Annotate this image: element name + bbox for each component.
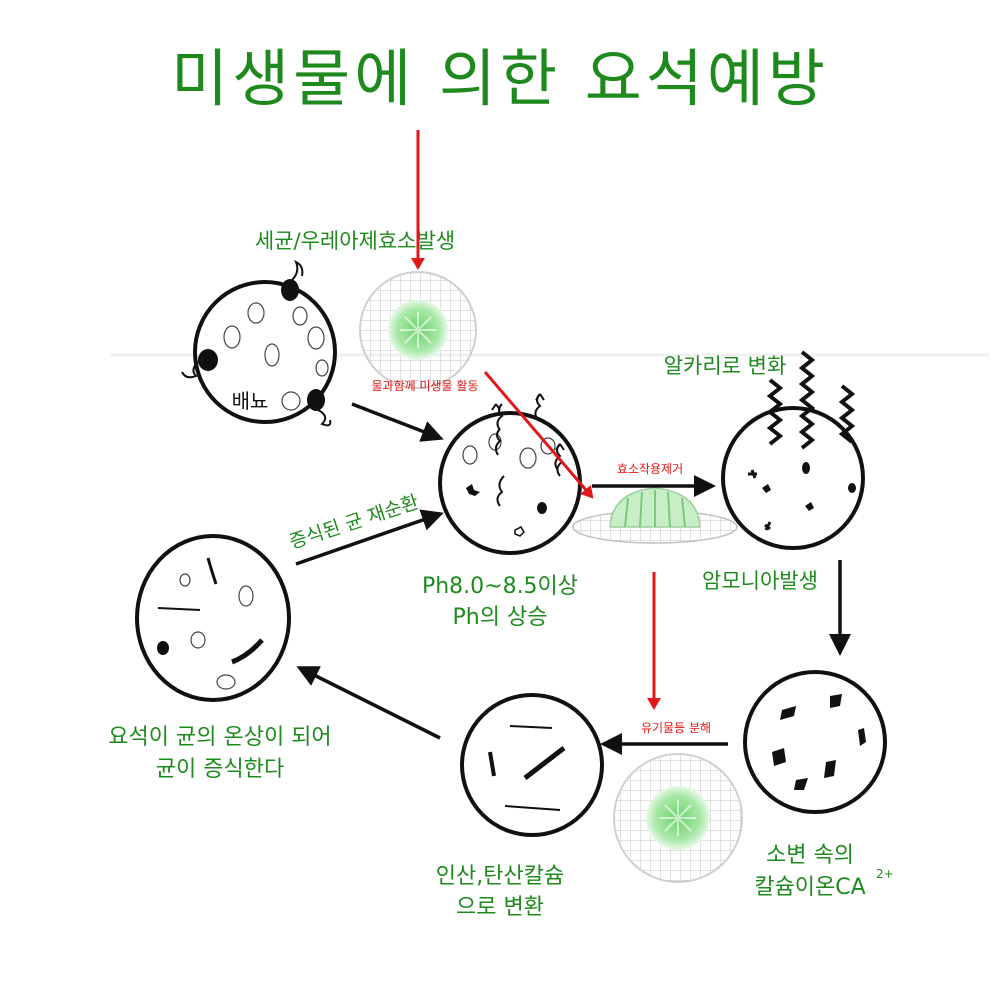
label-alkaline: 알카리로 변화 [664,354,787,378]
red-arrow-diagonal [483,371,594,499]
circle-calcium [743,670,887,814]
label-phosphate-line2: 으로 변환 [456,895,544,920]
circle-phosphate [460,693,604,837]
filter-saucer-center [572,487,738,544]
label-urine: 배뇨 [232,389,269,413]
label-calcium-line2: 칼슘이온CA [754,875,865,900]
label-calcium-line1: 소변 속의 [766,843,854,868]
circle-alkaline [721,406,865,550]
arrow-urine-to-center [351,402,444,442]
filter-ball-top [359,271,477,389]
label-ammonia: 암모니아발생 [702,569,818,593]
rising-gas-squiggles [491,393,565,471]
ammonia-zigzags [766,350,856,450]
label-enzyme-removal: 효소작용제거 [617,462,683,476]
filter-ball-bottom [613,753,743,883]
circle-urine: 배뇨 [181,259,337,427]
page-title: 미생물에 의한 요석예방 [171,42,829,115]
circle-stone [135,534,291,702]
arrow-phosphate-to-stone [296,666,441,740]
label-ph-line2: Ph의 상승 [453,605,548,630]
circle-ph-rise [438,411,582,555]
label-microbe-activity: 물과함께 미생물 활동 [372,379,479,393]
label-stone-line2: 균이 증식한다 [156,757,284,782]
label-organic-decompose: 유기물등 분해 [641,721,711,735]
arrow-stone-to-center [295,509,444,566]
label-stone-line1: 요석이 균의 온상이 되어 [108,725,331,750]
label-ph-line1: Ph8.0~8.5이상 [422,574,578,599]
label-calcium-sup: 2+ [876,867,894,881]
label-phosphate-line1: 인산,탄산칼슘 [436,864,564,889]
label-bacteria-enzyme: 세균/우레아제효소발생 [255,229,455,253]
